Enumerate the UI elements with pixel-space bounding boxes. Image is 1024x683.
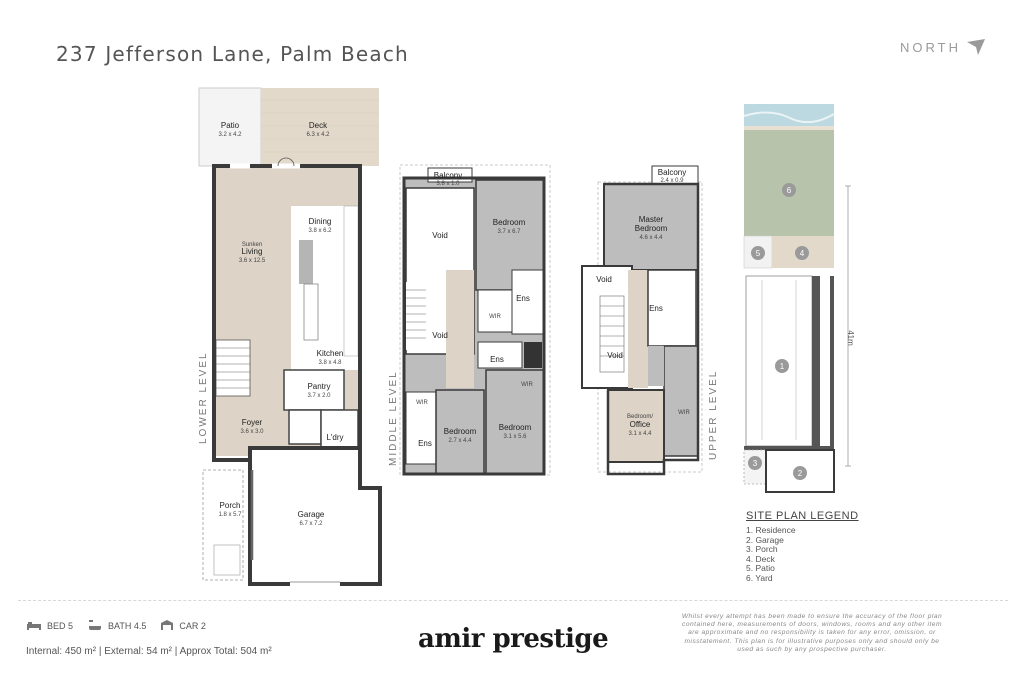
mid-bedroom2-dim: 2.7 x 4.4 [448,438,472,444]
deck-dim: 6.3 x 4.2 [306,132,330,138]
car-count: CAR 2 [179,621,206,631]
up-void2-label: Void [607,351,623,360]
foyer-label: Foyer [242,418,263,427]
north-label: NORTH [900,40,961,55]
car-icon [160,619,174,633]
legend-item: 1. Residence [746,525,796,535]
mid-ens1-label: Ens [516,294,530,303]
bed-stat: BED 5 [26,620,73,632]
upper-level-labels: Balcony 2.4 x 0.9 Master Bedroom 4.6 x 4… [596,168,719,460]
site-marker-6: 6 [787,186,792,195]
mid-bedroom2-label: Bedroom [444,427,477,436]
up-balcony-label: Balcony [658,168,686,177]
up-master-dim: 4.6 x 4.4 [639,235,663,241]
mid-wir3-label: WIR [416,400,428,406]
car-stat: CAR 2 [160,619,206,633]
property-stats: BED 5 BATH 4.5 CAR 2 [26,619,206,633]
patio-dim: 3.2 x 4.2 [218,132,242,138]
up-ens-label: Ens [649,304,663,313]
bed-icon [26,620,42,632]
garage-dim: 6.7 x 7.2 [299,521,323,527]
bath-stat: BATH 4.5 [87,619,146,633]
kitchen-dim: 3.8 x 4.8 [318,360,342,366]
bed-count: BED 5 [47,621,74,631]
up-void1-label: Void [596,275,612,284]
site-plan-labels: 1 2 3 4 5 6 41m [753,186,855,478]
footer-divider [18,600,1008,601]
foyer-dim: 3.6 x 3.0 [240,429,264,435]
up-office-dim: 3.1 x 4.4 [628,431,652,437]
porch-label: Porch [220,501,241,510]
bath-icon [87,619,103,633]
site-legend: 1. Residence 2. Garage 3. Porch 4. Deck … [746,525,796,584]
legend-item: 2. Garage [746,534,784,545]
mid-balcony-dim: 3.8 x 1.0 [436,181,460,187]
mid-wir2-label: WIR [521,382,533,388]
site-marker-1: 1 [780,362,785,371]
dining-label: Dining [309,217,332,226]
mid-wir1-label: WIR [489,314,501,320]
living-dim: 3.6 x 12.5 [239,258,266,264]
mid-bedroom3-dim: 3.1 x 5.6 [503,434,527,440]
site-marker-2: 2 [798,469,803,478]
site-marker-3: 3 [753,459,758,468]
legend-item: 6. Yard [746,572,773,583]
mid-void1-label: Void [432,231,448,240]
pantry-dim: 3.7 x 2.0 [307,393,331,399]
legend-item: 3. Porch [746,544,778,555]
site-marker-5: 5 [756,249,761,258]
brand-logo: amir prestige [418,624,609,654]
bath-count: BATH 4.5 [108,621,147,631]
lower-level-label: LOWER LEVEL [198,351,209,444]
deck-label: Deck [309,121,328,130]
upper-level-plan [581,165,703,476]
dining-dim: 3.8 x 6.2 [308,228,332,234]
property-address: 237 Jefferson Lane, Palm Beach [56,42,409,66]
up-office-label: Bedroom/ [627,414,653,420]
kitchen-label: Kitchen [317,349,344,358]
pantry-label: Pantry [307,382,330,391]
legend-item: 4. Deck [746,553,775,564]
sunken-label: Sunken [242,242,262,248]
disclaimer: Whilst every attempt has been made to en… [681,613,943,653]
upper-level-label: UPPER LEVEL [708,370,719,460]
porch-dim: 1.8 x 5.7 [218,512,242,518]
up-wir-label: WIR [678,410,690,416]
mid-balcony-label: Balcony [434,171,462,180]
lower-level-labels: Patio 3.2 x 4.2 Deck 6.3 x 4.2 Dining 3.… [198,121,344,527]
legend-item: 5. Patio [746,563,775,574]
lower-level-plan [198,87,382,586]
living-label: Living [242,247,263,256]
up-office-label2: Office [630,420,651,429]
up-balcony-dim: 2.4 x 0.9 [660,178,684,184]
site-dimension: 41m [846,330,855,346]
laundry-label: L'dry [326,433,343,442]
up-master-label: Master [639,215,664,224]
mid-bedroom1-label: Bedroom [493,218,526,227]
up-master-label2: Bedroom [635,224,668,233]
middle-level-label: MIDDLE LEVEL [388,370,399,466]
site-legend-title: SITE PLAN LEGEND [746,510,859,522]
garage-label: Garage [298,510,325,519]
mid-bedroom1-dim: 3.7 x 6.7 [497,229,521,235]
site-plan [743,104,851,493]
site-marker-4: 4 [800,249,805,258]
patio-label: Patio [221,121,240,130]
middle-level-labels: Balcony 3.8 x 1.0 Void Bedroom 3.7 x 6.7… [388,171,533,466]
mid-ens3-label: Ens [418,439,432,448]
mid-ens2-label: Ens [490,355,504,364]
middle-level-plan [399,164,551,476]
floor-areas: Internal: 450 m² | External: 54 m² | App… [26,646,272,657]
mid-void2-label: Void [432,331,448,340]
north-arrow-icon [966,38,986,61]
mid-bedroom3-label: Bedroom [499,423,532,432]
